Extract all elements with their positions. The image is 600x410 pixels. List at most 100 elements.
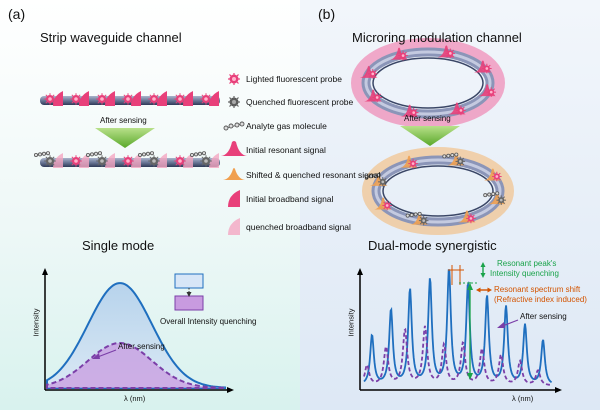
quenched-broadband-signal-icon <box>228 218 240 235</box>
resonant-signal-icon <box>369 173 388 186</box>
broadband-signal-icon <box>157 91 167 106</box>
probe-icon <box>367 69 378 79</box>
probe-icon <box>372 92 382 103</box>
legend-label-5: Initial broadband signal <box>246 194 334 204</box>
probe-icon <box>96 93 108 105</box>
panel-a-label: (a) <box>8 6 26 22</box>
probe-icon <box>96 155 108 167</box>
after-sensing-spectrum-curve <box>46 342 226 389</box>
probe-icon <box>455 156 466 167</box>
analyte-icon <box>364 173 381 179</box>
legend-label-6: quenched broadband signal <box>246 222 351 232</box>
broadband-signal-icon <box>157 153 167 168</box>
probe-icon <box>492 171 502 182</box>
panel-a-after-label: After sensing <box>118 342 165 351</box>
legend-label-0: Lighted fluorescent probe <box>246 74 342 84</box>
orange-label-2: (Refractive index induced) <box>494 295 587 304</box>
resonant-signal-icon <box>364 89 383 102</box>
quench-label: Overall Intensity quenching <box>160 317 257 326</box>
probe-icon <box>148 155 160 167</box>
orange-label-1: Resonant spectrum shift <box>494 285 581 294</box>
resonant-signal-icon <box>488 192 507 205</box>
probe-icon <box>70 93 82 105</box>
after-sensing-arrow-b <box>400 126 460 146</box>
single-mode-plot <box>42 268 234 393</box>
probes-before <box>44 91 219 106</box>
panel-b-mode-title: Dual-mode synergistic <box>368 238 497 253</box>
probe-icon <box>445 48 456 59</box>
probes-after <box>34 151 219 168</box>
panel-a-xlabel: λ (nm) <box>124 394 146 403</box>
after-sensing-arrow-a <box>95 128 155 148</box>
broadband-signal-icon <box>53 91 63 106</box>
shifted-resonant-spectrum <box>363 325 552 386</box>
resonant-signal-icon <box>447 102 466 115</box>
legend-label-2: Analyte gas molecule <box>246 121 327 131</box>
probe-icon <box>200 93 212 105</box>
resonant-signal-icon <box>390 47 409 60</box>
panel-b-label: (b) <box>318 6 336 22</box>
analyte-icon <box>86 151 103 158</box>
resonant-signal-icon <box>437 45 456 58</box>
probe-icon <box>377 177 388 187</box>
broadband-signal-icon <box>53 153 63 168</box>
resonant-signal-icon <box>400 104 419 117</box>
analyte-icon <box>483 191 500 198</box>
probe-icon <box>408 107 419 118</box>
panel-b-background <box>300 0 600 410</box>
legend-icons <box>221 73 247 235</box>
broadband-signal-icon <box>209 153 219 168</box>
green-double-arrow-icon <box>480 262 486 278</box>
broadband-signal-icon <box>183 91 193 106</box>
probe-icon <box>122 93 134 105</box>
resonant-signal-icon <box>478 84 497 97</box>
resonant-signal-icon <box>447 153 466 166</box>
green-label-2: Intensity quenching <box>490 269 559 278</box>
dual-mode-plot <box>357 262 562 393</box>
initial-broadband-signal-icon <box>228 190 240 207</box>
broadband-signal-icon <box>183 153 193 168</box>
analyte-icon <box>34 151 51 158</box>
shifted-resonant-signal-icon <box>223 168 245 180</box>
broadband-signal-icon <box>131 153 141 168</box>
probe-icon <box>418 215 429 226</box>
resonant-signal-icon <box>400 155 419 168</box>
broadband-signal-icon <box>79 91 89 106</box>
probe-icon <box>482 63 492 74</box>
ring-before-probes <box>359 45 497 118</box>
legend-label-4: Shifted & quenched resonant signal <box>246 170 381 180</box>
broadband-signal-icon <box>105 91 115 106</box>
broadband-signal-icon <box>79 153 89 168</box>
probe-icon <box>174 155 186 167</box>
intensity-after-box <box>174 295 204 311</box>
broadband-signal-icon <box>209 91 219 106</box>
intensity-before-box <box>174 273 204 289</box>
broadband-signal-icon <box>131 91 141 106</box>
probe-icon <box>466 213 476 224</box>
probe-icon <box>408 158 418 169</box>
panel-b-title: Microring modulation channel <box>352 30 522 45</box>
panel-a-title: Strip waveguide channel <box>40 30 182 45</box>
legend-label-1: Quenched fluorescent probe <box>246 97 354 107</box>
probe-icon <box>496 195 507 205</box>
analyte-molecule-icon <box>223 121 245 131</box>
probe-icon <box>174 93 186 105</box>
panel-a-arrow-label: After sensing <box>100 116 147 125</box>
microring-after <box>362 147 514 235</box>
probe-icon <box>122 155 134 167</box>
quenched-probe-icon <box>228 96 240 108</box>
probe-icon <box>398 50 408 61</box>
probe-icon <box>70 155 82 167</box>
panel-a-ylabel: Intensity <box>31 308 41 337</box>
orange-double-arrow-icon <box>476 287 492 293</box>
probe-icon <box>456 105 466 116</box>
probe-icon <box>44 93 56 105</box>
resonant-signal-icon <box>359 65 378 78</box>
probe-icon <box>148 93 160 105</box>
analyte-icon <box>138 151 155 158</box>
broadband-signal-icon <box>105 153 115 168</box>
resonant-signal-icon <box>374 197 393 210</box>
panel-a-mode-title: Single mode <box>82 238 155 253</box>
panel-b-xlabel: λ (nm) <box>512 394 534 403</box>
probe-icon <box>200 155 212 167</box>
